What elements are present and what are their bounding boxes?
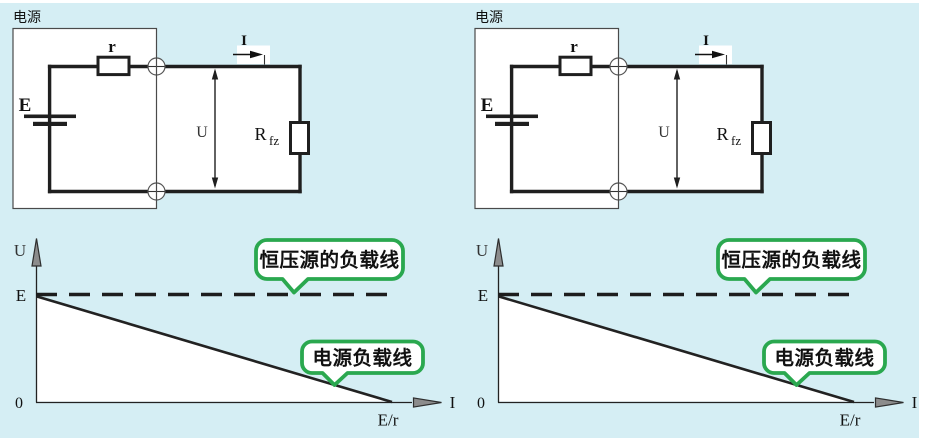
callout-source-bubble <box>300 339 425 387</box>
graph-origin-label: 0 <box>15 395 23 412</box>
graph-emf-level-label: E <box>16 286 26 305</box>
emf-label: E <box>481 95 494 116</box>
graph-y-axis-label: U <box>14 241 26 260</box>
load-resistor-subscript: fz <box>731 133 741 148</box>
emf-label: E <box>19 95 32 116</box>
graph-x-intercept-label: E/r <box>378 411 399 430</box>
voltage-arrowhead-down <box>673 177 681 189</box>
battery-short-plate <box>33 121 67 126</box>
internal-resistance-label: r <box>570 37 578 56</box>
load-resistor-body <box>289 121 310 155</box>
y-axis-arrowhead <box>493 238 504 267</box>
terminal-voltage-label: U <box>196 124 208 141</box>
current-label: I <box>241 33 247 49</box>
graph-x-axis-label: I <box>912 393 918 412</box>
load-resistor-subscript: fz <box>269 133 279 148</box>
load-resistor-label: R <box>716 124 728 144</box>
internal-resistance-label: r <box>108 37 116 56</box>
battery-long-plate <box>486 114 538 119</box>
voltage-arrowhead-up <box>673 68 681 80</box>
panel-right: 电源 E r U I R fz U E 0 E/r I <box>462 0 925 442</box>
callout-source-label: 电源负载线 <box>312 347 412 370</box>
panel-left: 电源 E r U I R fz U E 0 E/r I <box>12 9 456 430</box>
x-axis-arrowhead <box>874 397 904 408</box>
callout-constant-bubble <box>254 238 405 295</box>
callout-source-label: 电源负载线 <box>774 347 874 370</box>
battery-long-plate <box>24 114 76 119</box>
source-box-outline <box>474 27 620 210</box>
panel-drawing: 电源 E r U I R fz U E 0 E/r I <box>474 9 918 430</box>
current-label: I <box>703 33 709 49</box>
y-axis-arrowhead <box>31 238 42 267</box>
source-box-outline <box>12 27 158 210</box>
source-region-fill <box>13 28 157 209</box>
voltage-arrowhead-up <box>211 68 219 80</box>
graph-x-intercept-label: E/r <box>840 411 861 430</box>
load-resistor-body <box>751 121 772 155</box>
source-box-label: 电源 <box>475 9 503 25</box>
graph-x-axis-label: I <box>450 393 456 412</box>
resistor-r-body <box>96 55 131 77</box>
graph-emf-level-label: E <box>478 286 488 305</box>
graph-origin-label: 0 <box>477 395 485 412</box>
callout-constant-label: 恒压源的负载线 <box>721 249 861 272</box>
callout-source-bubble <box>762 339 887 387</box>
panel-drawing: 电源 E r U I R fz U E 0 E/r I <box>12 9 456 430</box>
graph-y-axis-label: U <box>476 241 488 260</box>
battery-short-plate <box>495 121 529 126</box>
x-axis-arrowhead <box>412 397 442 408</box>
current-arrowhead <box>712 50 725 59</box>
load-resistor-label: R <box>254 124 266 144</box>
terminal-voltage-label: U <box>658 124 670 141</box>
current-arrowhead <box>250 50 263 59</box>
callout-constant-label: 恒压源的负载线 <box>259 249 399 272</box>
resistor-r-body <box>558 55 593 77</box>
callout-constant-bubble <box>716 238 867 295</box>
voltage-arrowhead-down <box>211 177 219 189</box>
source-box-label: 电源 <box>13 9 41 25</box>
source-region-fill <box>475 28 619 209</box>
